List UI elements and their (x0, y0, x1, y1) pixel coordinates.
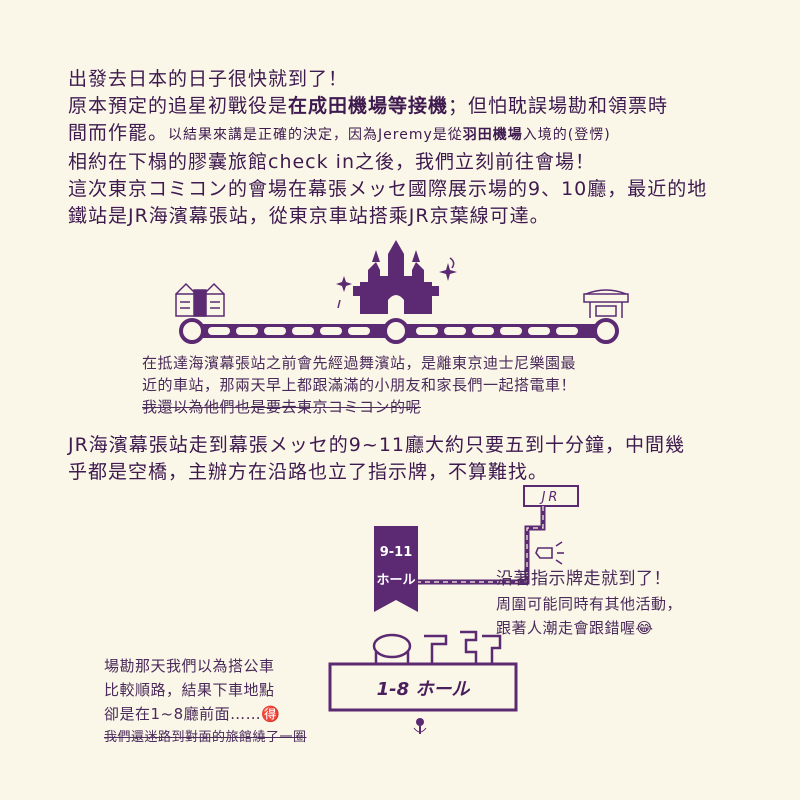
location-pin-icon (413, 718, 427, 734)
narita-highlight: 在成田機場等接機 (288, 95, 449, 117)
train-note: 在抵達海濱幕張站之前會先經過舞濱站，是離東京迪士尼樂園最 近的車站，那兩天早上都… (142, 352, 576, 418)
kaihin-makuhari-station-icon (583, 289, 629, 318)
intro-paragraph: 出發去日本的日子很快就到了！ 原本預定的追星初戰役是在成田機場等接機；但怕耽誤場… (68, 66, 748, 230)
bus-note-line-1: 場勘那天我們以為搭公車 (104, 657, 275, 675)
castle-icon (336, 240, 457, 314)
venue-map: JR 9-11 ホール 1-8 ホール (328, 485, 579, 734)
jr-station-sign (523, 485, 579, 507)
connector-buildings (372, 630, 502, 666)
hall-9-11-banner (374, 526, 418, 612)
intro-line-4: 相約在下榻的膠囊旅館check in之後，我們立刻前往會場！ (68, 151, 595, 173)
tokyo-station-marker (179, 318, 205, 344)
intro-line-6: 鐵站是JR海濱幕張站，從東京車站搭乘JR京葉線可達。 (68, 205, 550, 227)
intro-line-2: 原本預定的追星初戰役是在成田機場等接機；但怕耽誤場勘和領票時 (68, 95, 669, 117)
hall-9-11-label-bottom: ホール (376, 573, 415, 588)
hall-9-11-label-top: 9-11 (380, 545, 413, 560)
walk-line-1: JR海濱幕張站走到幕張メッセ的9~11廳大約只要五到十分鐘，中間幾 (68, 434, 685, 456)
walk-paragraph: JR海濱幕張站走到幕張メッセ的9~11廳大約只要五到十分鐘，中間幾 乎都是空橋，… (68, 432, 748, 486)
jr-station-label: JR (539, 490, 561, 505)
train-note-line-2: 近的車站，那兩天早上都跟滿滿的小朋友和家長們一起搭電車！ (142, 376, 577, 394)
sign-note-line-3: 跟著人潮走會跟錯喔😂 (496, 619, 654, 637)
bus-note-line-2: 比較順路，結果下車地點 (104, 681, 275, 699)
train-note-line-3: 我還以為他們也是要去東京コミコン的呢 (142, 398, 422, 416)
intro-line-3: 間而作罷。以結果來講是正確的決定，因為Jeremy是從羽田機場入境的(登愣) (68, 122, 611, 144)
bus-note-line-3: 卻是在1~8廳前面……🉐 (104, 705, 281, 723)
train-line-illustration (175, 240, 629, 344)
intro-line-1: 出發去日本的日子很快就到了！ (68, 68, 349, 90)
intro-line-5: 這次東京コミコン的會場在幕張メッセ國際展示場的9、10廳，最近的地 (68, 178, 708, 200)
sign-note-line-2: 周圍可能同時有其他活動， (496, 595, 683, 613)
bus-note: 場勘那天我們以為搭公車 比較順路，結果下車地點 卻是在1~8廳前面……🉐 我們還… (104, 654, 307, 750)
sign-note-line-1: 沿著指示牌走就到了！ (496, 569, 671, 589)
pointing-hand-icon (535, 541, 564, 565)
hall-1-8-label: 1-8 ホール (377, 679, 471, 700)
train-windows (208, 327, 578, 335)
sign-note: 沿著指示牌走就到了！ 周圍可能同時有其他活動， 跟著人潮走會跟錯喔😂 (496, 566, 682, 640)
haneda-highlight: 羽田機場 (462, 127, 523, 143)
train-note-line-1: 在抵達海濱幕張站之前會先經過舞濱站，是離東京迪士尼樂園最 (142, 354, 577, 372)
bus-note-line-4: 我們還迷路到對面的旅館繞了一圈 (104, 730, 307, 745)
tokyo-station-building-icon (175, 282, 225, 317)
kaihin-makuhari-station-marker (593, 318, 619, 344)
walk-line-2: 乎都是空橋，主辦方在沿路也立了指示牌，不算難找。 (68, 461, 549, 483)
maihama-station-marker (383, 318, 409, 344)
hall-1-8-building (328, 662, 518, 712)
